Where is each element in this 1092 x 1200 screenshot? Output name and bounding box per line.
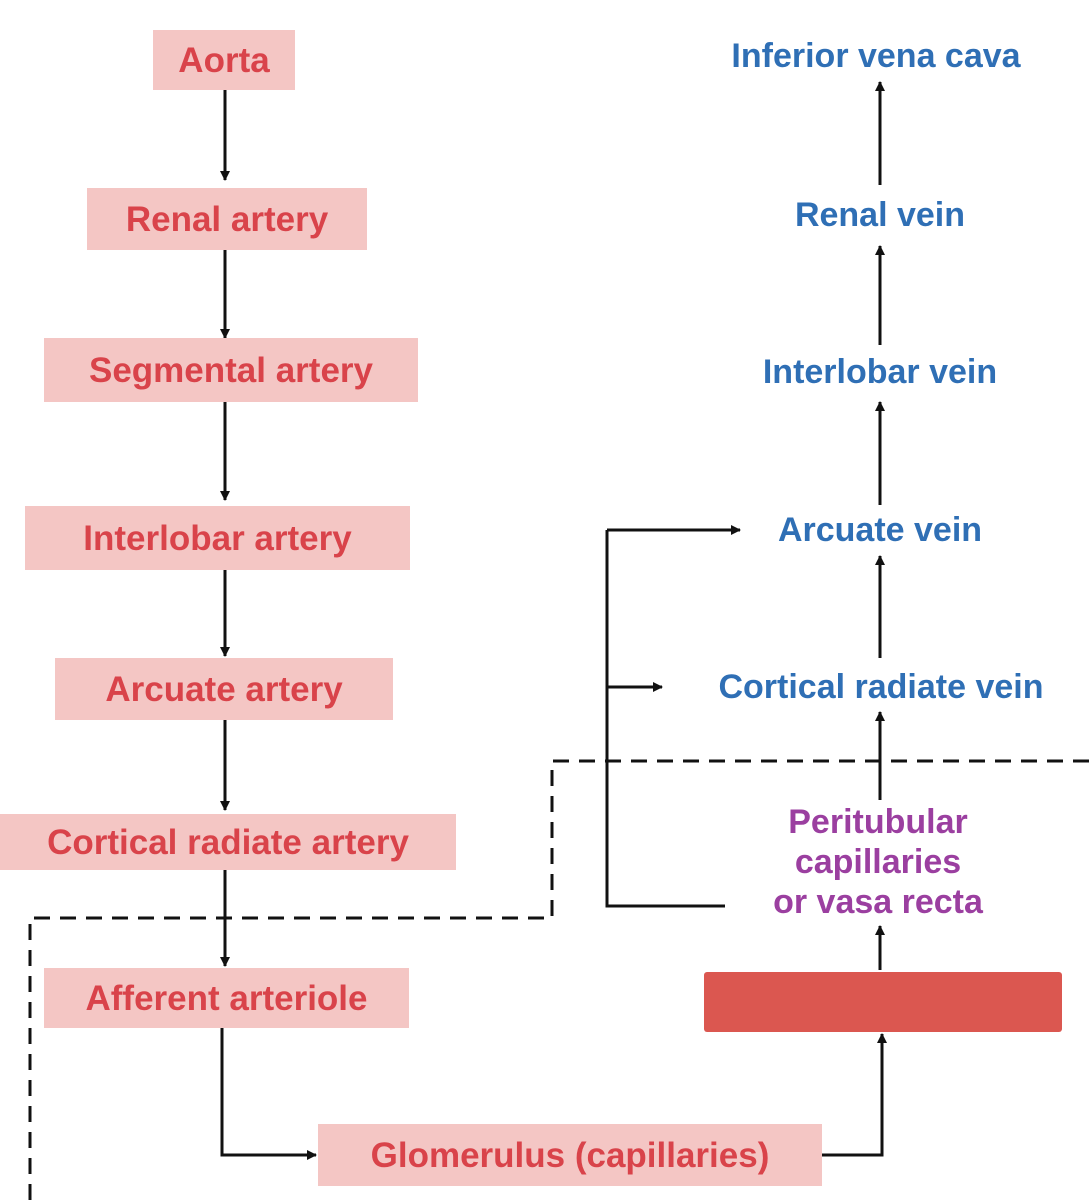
cortical-radiate-artery-label: Cortical radiate artery bbox=[47, 822, 409, 862]
glomerulus-box: Glomerulus (capillaries) bbox=[318, 1124, 822, 1186]
peritubular-line-1: Peritubular bbox=[788, 803, 968, 841]
afferent-arteriole-label: Afferent arteriole bbox=[85, 978, 368, 1018]
aorta-label: Aorta bbox=[178, 40, 270, 80]
arrow-afferent-to-glomerulus bbox=[220, 1028, 317, 1160]
peritubular-capillaries-label: Peritubular capillaries or vasa recta bbox=[708, 802, 1048, 922]
afferent-arteriole-box: Afferent arteriole bbox=[44, 968, 409, 1028]
arcuate-artery-label: Arcuate artery bbox=[105, 669, 343, 709]
aorta-box: Aorta bbox=[153, 30, 295, 90]
renal-artery-box: Renal artery bbox=[87, 188, 367, 250]
cortical-radiate-vein-label: Cortical radiate vein bbox=[718, 668, 1044, 706]
cortical-radiate-artery-box: Cortical radiate artery bbox=[0, 814, 456, 870]
renal-vein-label: Renal vein bbox=[794, 196, 966, 234]
arrow-glomerulus-to-efferent bbox=[822, 1033, 887, 1157]
arcuate-artery-box: Arcuate artery bbox=[55, 658, 393, 720]
interlobar-artery-label: Interlobar artery bbox=[83, 518, 352, 558]
connector-peritubular-branch bbox=[605, 530, 725, 908]
glomerulus-label: Glomerulus (capillaries) bbox=[370, 1135, 770, 1175]
inferior-vena-cava-label: Inferior vena cava bbox=[731, 37, 1021, 75]
efferent-arteriole-bar bbox=[704, 972, 1062, 1032]
segmental-artery-label: Segmental artery bbox=[88, 350, 374, 390]
interlobar-vein-label: Interlobar vein bbox=[762, 353, 998, 391]
segmental-artery-box: Segmental artery bbox=[44, 338, 418, 402]
peritubular-line-3: or vasa recta bbox=[773, 883, 983, 921]
arcuate-vein-label: Arcuate vein bbox=[777, 511, 983, 549]
dashed-boundary bbox=[28, 759, 1092, 1200]
peritubular-line-2: capillaries bbox=[794, 843, 962, 881]
renal-artery-label: Renal artery bbox=[125, 199, 329, 239]
interlobar-artery-box: Interlobar artery bbox=[25, 506, 410, 570]
